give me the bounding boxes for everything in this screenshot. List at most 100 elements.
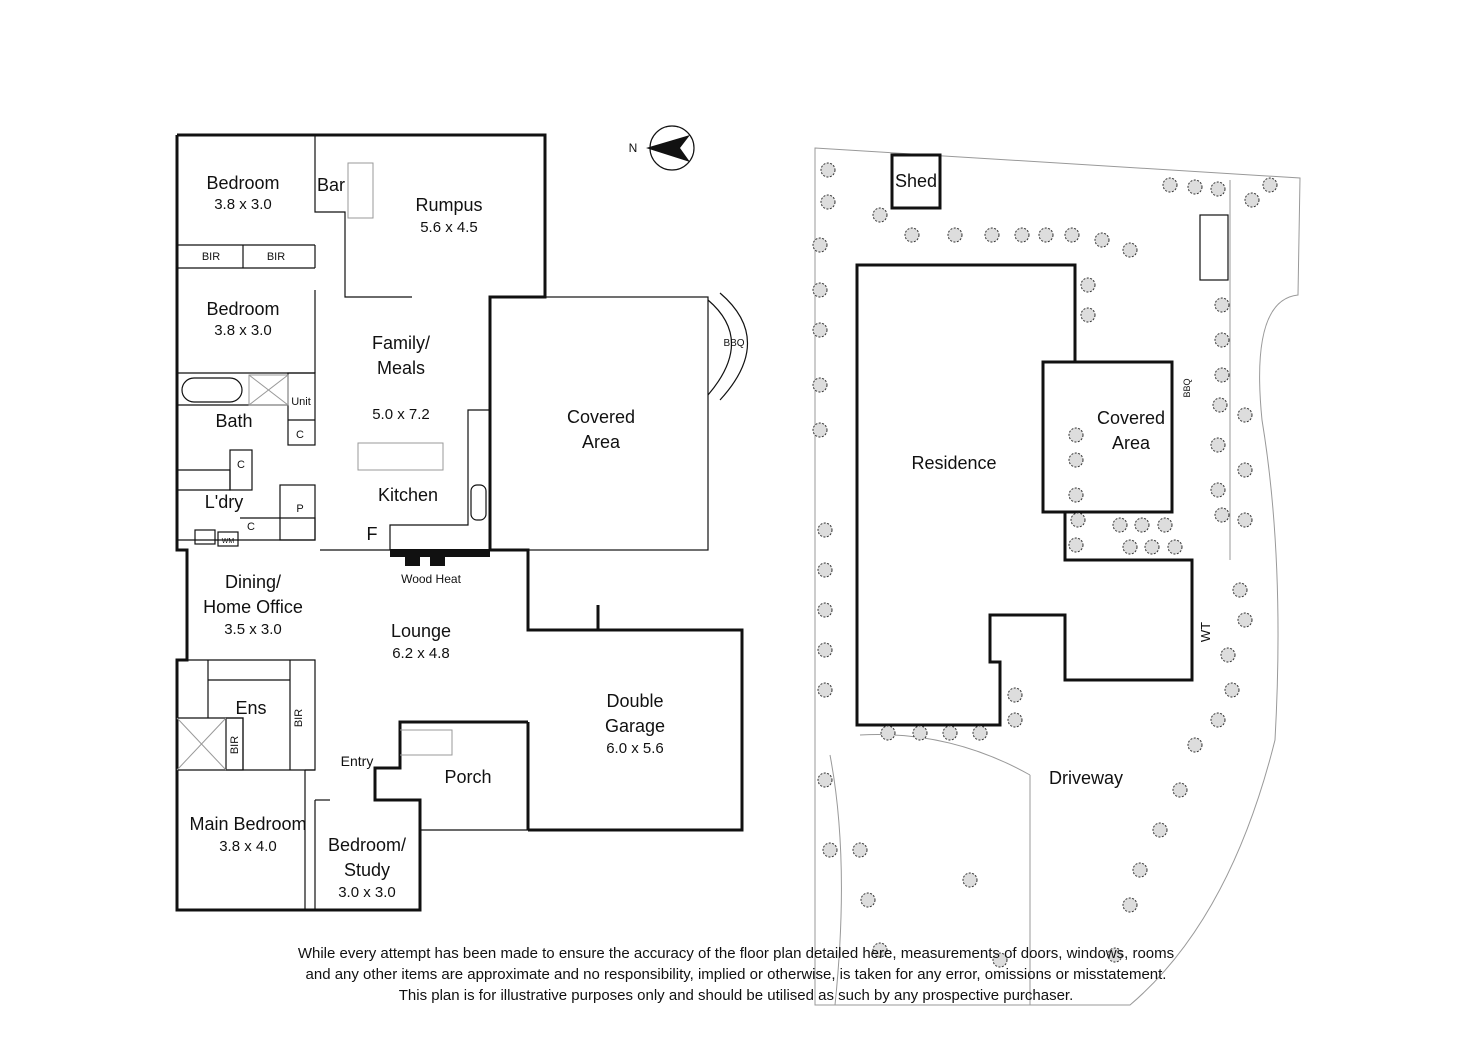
room-name: BIR: [267, 251, 285, 263]
shrub-icon: [1220, 647, 1236, 663]
shrub-icon: [1210, 482, 1226, 498]
room-name: Dining/: [225, 572, 281, 592]
room-name: Bedroom/: [328, 835, 406, 855]
fridge-label: F: [367, 524, 378, 544]
residence-label: Residence: [911, 453, 996, 473]
shed-label: Shed: [895, 171, 937, 191]
disclaimer-line: While every attempt has been made to ens…: [297, 945, 1175, 962]
room-name: P: [296, 503, 303, 515]
shrub-icon: [1237, 407, 1253, 423]
disclaimer: While every attempt has been made to ens…: [0, 943, 1472, 1006]
shrub-icon: [872, 942, 888, 958]
room-name: Lounge: [391, 621, 451, 641]
shrub-icon: [1070, 512, 1086, 528]
room-name: BIR: [202, 251, 220, 263]
room-size: 3.8 x 4.0: [219, 838, 277, 855]
shrub-icon: [1224, 682, 1240, 698]
shrub-icon: [962, 872, 978, 888]
shrub-icon: [1262, 177, 1278, 193]
shrub-icon: [817, 682, 833, 698]
room-name: Covered: [567, 407, 635, 427]
bbq-label: BBQ: [723, 338, 744, 349]
shrub-icon: [1187, 179, 1203, 195]
room-name: Double: [606, 691, 663, 711]
shrub-icon: [1132, 862, 1148, 878]
shrub-icon: [1064, 227, 1080, 243]
room-name: Bedroom: [206, 299, 279, 319]
room-name: Ens: [235, 698, 266, 718]
shrub-icon: [1122, 242, 1138, 258]
landscape-trees: [812, 162, 1278, 968]
shrub-icon: [820, 162, 836, 178]
room-size: 6.2 x 4.8: [392, 645, 450, 662]
room-size: 3.0 x 3.0: [338, 884, 396, 901]
shrub-icon: [1134, 517, 1150, 533]
room-size: 3.8 x 3.0: [214, 196, 272, 213]
room-name: Entry: [341, 753, 374, 769]
shrub-icon: [1107, 947, 1123, 963]
driveway-label: Driveway: [1049, 768, 1123, 788]
room-name: C: [247, 521, 255, 533]
shrub-icon: [812, 322, 828, 338]
shrub-icon: [1172, 782, 1188, 798]
shrub-icon: [817, 562, 833, 578]
room-size: 6.0 x 5.6: [606, 740, 664, 757]
covered-area-label: Area: [1112, 433, 1151, 453]
room-name: Bath: [215, 411, 252, 431]
disclaimer-line: This plan is for illustrative purposes o…: [398, 987, 1074, 1004]
shrub-icon: [812, 377, 828, 393]
shrub-icon: [1007, 687, 1023, 703]
room-name: Bedroom: [206, 173, 279, 193]
room-name: Kitchen: [378, 485, 438, 505]
room-name: Unit: [291, 396, 311, 408]
room-name: Study: [344, 860, 390, 880]
shrub-icon: [1068, 452, 1084, 468]
shrub-icon: [817, 642, 833, 658]
shrub-icon: [1157, 517, 1173, 533]
shrub-icon: [1214, 297, 1230, 313]
room-labels: Bedroom 3.8 x 3.0 Bar Rumpus 5.6 x 4.5 B…: [189, 141, 744, 901]
north-compass-icon: [646, 125, 695, 171]
shrub-icon: [1167, 539, 1183, 555]
shrub-icon: [1210, 712, 1226, 728]
room-name: Garage: [605, 716, 665, 736]
room-name: Meals: [377, 358, 425, 378]
shrub-icon: [1122, 539, 1138, 555]
shrub-icon: [817, 602, 833, 618]
site-labels: Shed Residence Covered Area BBQ WT Drive…: [895, 171, 1213, 788]
room-size: 5.6 x 4.5: [420, 219, 478, 236]
shrub-icon: [1214, 507, 1230, 523]
shrub-icon: [812, 237, 828, 253]
shrub-icon: [1210, 181, 1226, 197]
shrub-icon: [812, 422, 828, 438]
shrub-icon: [1214, 367, 1230, 383]
shrub-icon: [992, 952, 1008, 968]
room-name: BIR: [293, 709, 305, 727]
room-name: Porch: [444, 767, 491, 787]
shrub-icon: [972, 725, 988, 741]
bbq-label: BBQ: [1182, 378, 1192, 397]
shrub-icon: [1122, 897, 1138, 913]
shrub-icon: [904, 227, 920, 243]
room-name: Bar: [317, 175, 345, 195]
shrub-icon: [1112, 517, 1128, 533]
shrub-icon: [1237, 512, 1253, 528]
room-name: Rumpus: [415, 195, 482, 215]
shrub-icon: [1232, 582, 1248, 598]
disclaimer-line: and any other items are approximate and …: [305, 966, 1167, 983]
room-size: 5.0 x 7.2: [372, 406, 430, 423]
shrub-icon: [820, 194, 836, 210]
room-name: Home Office: [203, 597, 303, 617]
shrub-icon: [1214, 332, 1230, 348]
room-name: Area: [582, 432, 621, 452]
shrub-icon: [817, 522, 833, 538]
shrub-icon: [947, 227, 963, 243]
shrub-icon: [912, 725, 928, 741]
room-name: C: [237, 459, 245, 471]
house-walls: [175, 133, 749, 912]
shrub-icon: [880, 725, 896, 741]
shrub-icon: [1237, 462, 1253, 478]
shrub-icon: [1080, 307, 1096, 323]
shrub-icon: [1144, 539, 1160, 555]
